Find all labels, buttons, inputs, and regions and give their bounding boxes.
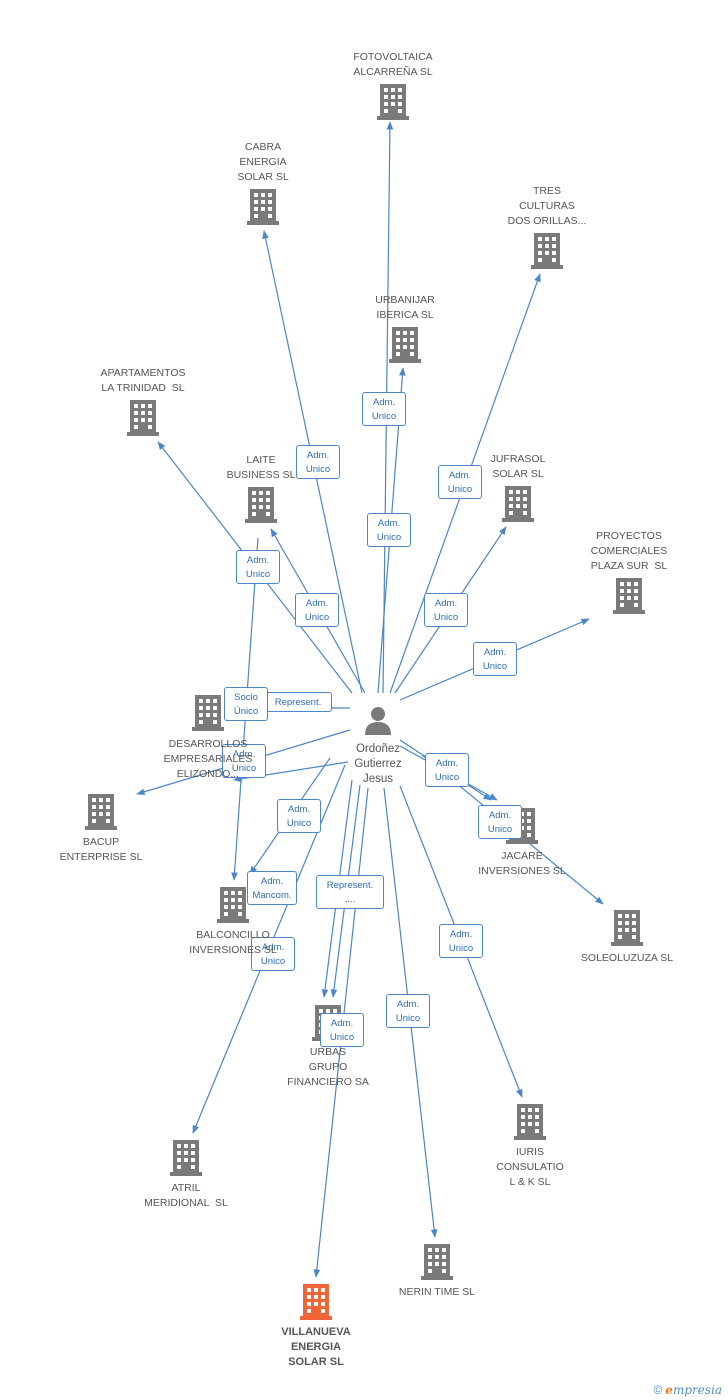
company-building-icon[interactable]: [514, 1104, 546, 1140]
relation-label[interactable]: Adm. Unico: [295, 593, 339, 627]
company-building-icon[interactable]: [611, 910, 643, 946]
relation-label[interactable]: Adm. Unico: [320, 1013, 364, 1047]
company-name-proyectos[interactable]: PROYECTOS COMERCIALES PLAZA SUR SL: [590, 530, 668, 572]
company-building-icon[interactable]: [377, 84, 409, 120]
company-building-icon[interactable]: [170, 1140, 202, 1176]
brand-logo-initial: e: [665, 1383, 673, 1397]
relation-label[interactable]: Socio Único: [224, 687, 268, 721]
relation-label[interactable]: Adm. Unico: [473, 642, 517, 676]
company-building-icon[interactable]: [502, 486, 534, 522]
company-building-icon[interactable]: [247, 189, 279, 225]
company-name-laite[interactable]: LAITE BUSINESS SL: [226, 454, 296, 481]
relation-label[interactable]: Adm. Unico: [222, 744, 266, 778]
relation-label[interactable]: Adm. Unico: [251, 937, 295, 971]
relation-label[interactable]: Represent.: [264, 692, 332, 712]
relation-label[interactable]: Adm. Unico: [367, 513, 411, 547]
footer-brand[interactable]: ©empresia: [653, 1383, 722, 1397]
relation-label[interactable]: Adm. Unico: [277, 799, 321, 833]
company-name-atril[interactable]: ATRIL MERIDIONAL SL: [144, 1182, 228, 1209]
company-building-icon[interactable]: [217, 887, 249, 923]
person-name[interactable]: Ordoñez Gutierrez Jesus: [354, 743, 402, 785]
company-building-icon[interactable]: [389, 327, 421, 363]
company-name-tres[interactable]: TRES CULTURAS DOS ORILLAS...: [507, 185, 587, 227]
brand-logo-text: mpresia: [672, 1383, 722, 1397]
company-building-icon[interactable]: [192, 695, 224, 731]
company-name-fotovoltaica[interactable]: FOTOVOLTAICA ALCARREÑA SL: [353, 51, 433, 78]
relation-label[interactable]: Adm. Unico: [362, 392, 406, 426]
relation-label[interactable]: Adm. Unico: [438, 465, 482, 499]
copyright-symbol: ©: [653, 1383, 663, 1397]
relation-label[interactable]: Adm. Unico: [386, 994, 430, 1028]
company-name-desarrollos[interactable]: DESARROLLOS EMPRESARIALES ELIZONDO...: [163, 738, 253, 780]
company-name-iuris[interactable]: IURIS CONSULATIO L & K SL: [496, 1146, 564, 1188]
company-name-jacare[interactable]: JACARE INVERSIONES SL: [478, 850, 566, 877]
company-building-icon[interactable]: [421, 1244, 453, 1280]
company-building-icon[interactable]: [613, 578, 645, 614]
relation-label[interactable]: Adm. Unico: [236, 550, 280, 584]
relation-label[interactable]: Adm. Unico: [296, 445, 340, 479]
company-building-icon[interactable]: [531, 233, 563, 269]
company-name-bacup[interactable]: BACUP ENTERPRISE SL: [59, 836, 143, 863]
company-name-jufrasol[interactable]: JUFRASOL SOLAR SL: [490, 453, 546, 480]
relation-label[interactable]: Adm. Unico: [424, 593, 468, 627]
company-building-icon[interactable]: [127, 400, 159, 436]
company-name-villanueva[interactable]: VILLANUEVA ENERGIA SOLAR SL: [281, 1326, 351, 1368]
company-name-urbas[interactable]: URBAS GRUPO FINANCIERO SA: [287, 1046, 369, 1088]
company-name-soleoluzuza[interactable]: SOLEOLUZUZA SL: [580, 952, 674, 964]
company-name-apartamentos[interactable]: APARTAMENTOS LA TRINIDAD SL: [100, 367, 186, 394]
company-name-balconcillo[interactable]: BALCONCILLO INVERSIONES SL: [189, 929, 277, 956]
relation-label[interactable]: Adm. Unico: [478, 805, 522, 839]
relation-label[interactable]: Adm. Mancom.: [247, 871, 297, 905]
company-building-icon[interactable]: [300, 1284, 332, 1320]
company-building-icon[interactable]: [85, 794, 117, 830]
company-name-nerin[interactable]: NERIN TIME SL: [398, 1286, 476, 1298]
company-name-cabra[interactable]: CABRA ENERGIA SOLAR SL: [237, 141, 289, 183]
company-name-urbanijar[interactable]: URBANIJAR IBERICA SL: [375, 294, 435, 321]
company-building-icon[interactable]: [245, 487, 277, 523]
relation-label[interactable]: Represent. ,...: [316, 875, 384, 909]
relation-label[interactable]: Adm. Unico: [425, 753, 469, 787]
relation-label[interactable]: Adm. Unico: [439, 924, 483, 958]
person-icon[interactable]: [365, 707, 391, 735]
